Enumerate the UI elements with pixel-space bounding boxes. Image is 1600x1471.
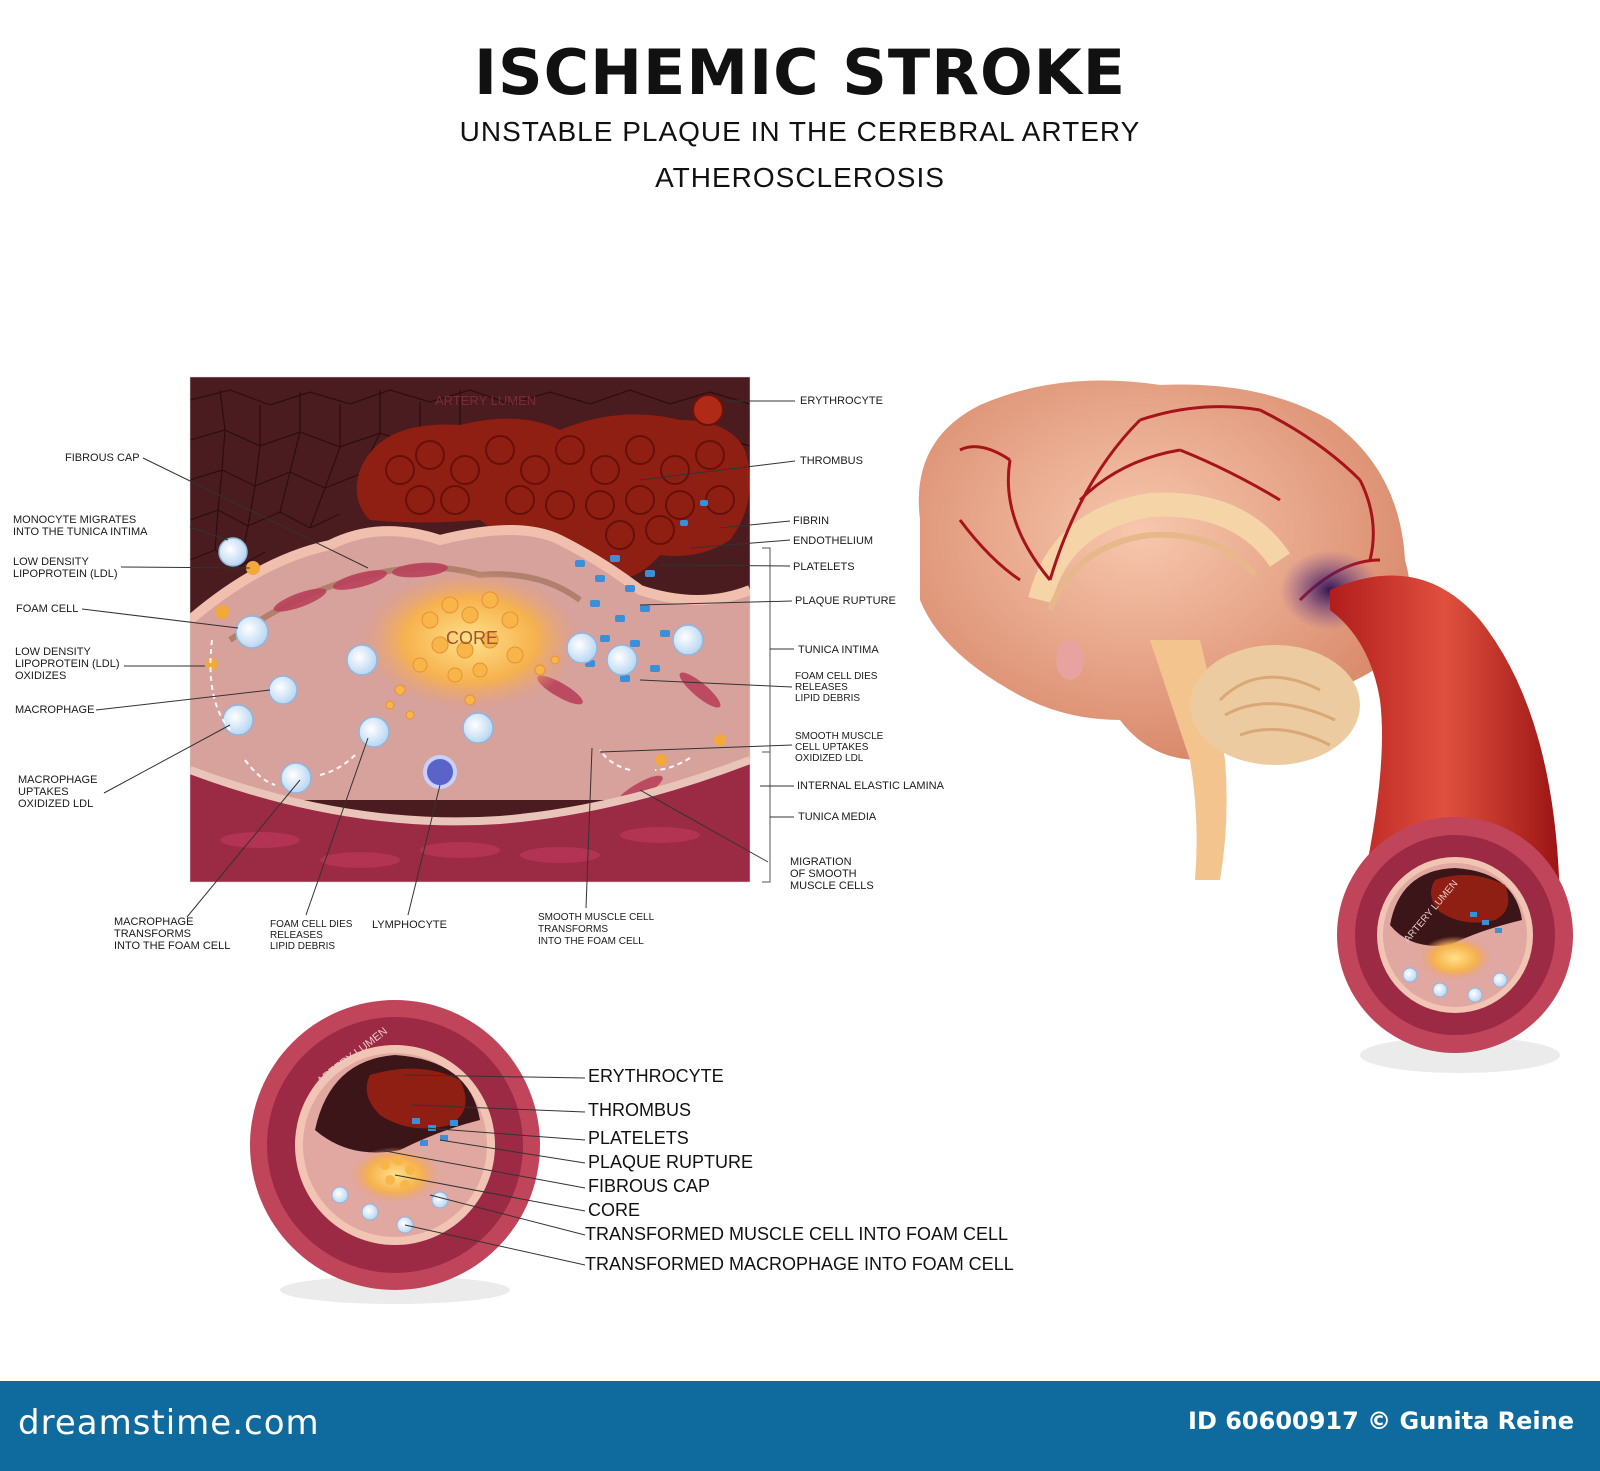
label-foam-cell-dies-right: FOAM CELL DIES RELEASES LIPID DEBRIS: [795, 671, 878, 704]
label-monocyte-migrates: MONOCYTE MIGRATES INTO THE TUNICA INTIMA: [13, 514, 148, 538]
platelets: [575, 500, 708, 682]
lymphocyte: [423, 755, 457, 789]
artery-cross-section: [250, 1000, 540, 1304]
label-ldl-oxidizes: LOW DENSITY LIPOPROTEIN (LDL) OXIDIZES: [15, 646, 120, 682]
label-foam-cell: FOAM CELL: [16, 603, 79, 615]
label-smooth-muscle-uptakes: SMOOTH MUSCLE CELL UPTAKES OXIDIZED LDL: [795, 731, 884, 764]
label-platelets: PLATELETS: [793, 561, 855, 573]
label-fibrin: FIBRIN: [793, 515, 830, 527]
label-lymphocyte: LYMPHOCYTE: [372, 919, 447, 931]
cross-label-plaque-rupture: PLAQUE RUPTURE: [588, 1152, 754, 1172]
cross-label-platelets: PLATELETS: [588, 1128, 689, 1148]
core-label: CORE: [446, 628, 499, 648]
cross-label-thrombus: THROMBUS: [588, 1100, 691, 1120]
endothelium: [190, 525, 750, 624]
internal-elastic-lamina: [190, 756, 750, 826]
image-credit: ID 60600917 © Gunita Reine: [1188, 1407, 1574, 1435]
leader-lines: [81, 400, 796, 918]
label-erythrocyte: ERYTHROCYTE: [800, 395, 883, 407]
brand-logo[interactable]: dreamstime.com: [18, 1403, 320, 1443]
cross-leader-lines: [379, 1074, 586, 1266]
cross-label-transformed-macrophage: TRANSFORMED MACROPHAGE INTO FOAM CELL: [585, 1254, 1014, 1274]
label-endothelium: ENDOTHELIUM: [793, 535, 874, 547]
cross-label-transformed-muscle: TRANSFORMED MUSCLE CELL INTO FOAM CELL: [585, 1224, 1009, 1244]
cross-label-erythrocyte: ERYTHROCYTE: [588, 1066, 724, 1086]
label-plaque-rupture: PLAQUE RUPTURE: [795, 595, 896, 607]
label-macrophage-uptakes: MACROPHAGE UPTAKES OXIDIZED LDL: [18, 774, 98, 810]
brain-illustration: [918, 380, 1410, 880]
cerebral-arteries: [958, 405, 1381, 602]
label-macrophage-transforms: MACROPHAGE TRANSFORMS INTO THE FOAM CELL: [114, 916, 231, 952]
label-migration-smooth-muscle: MIGRATION OF SMOOTH MUSCLE CELLS: [790, 856, 874, 892]
page-title: ISCHEMIC STROKE: [473, 36, 1127, 109]
page-subtitle-1: UNSTABLE PLAQUE IN THE CEREBRAL ARTERY: [459, 116, 1141, 147]
illustration-canvas: [81, 376, 1573, 1304]
thrombus: [356, 414, 750, 579]
label-internal-elastic-lamina: INTERNAL ELASTIC LAMINA: [797, 780, 944, 792]
artery-lumen-label: ARTERY LUMEN: [435, 393, 537, 408]
cross-label-fibrous-cap: FIBROUS CAP: [588, 1176, 711, 1196]
label-fibrous-cap: FIBROUS CAP: [65, 452, 140, 464]
artery-vessel: [1330, 575, 1573, 1073]
migration-arrows: [209, 639, 691, 786]
label-tunica-media: TUNICA MEDIA: [798, 811, 877, 823]
label-macrophage: MACROPHAGE: [15, 704, 95, 716]
label-thrombus: THROMBUS: [800, 455, 863, 467]
foam-cells: [218, 537, 704, 794]
plaque-core: [360, 570, 580, 710]
plaque-cutaway: [190, 377, 750, 882]
footer-bar: dreamstime.com ID 60600917 © Gunita Rein…: [0, 1381, 1600, 1471]
smooth-muscle-cells: [273, 562, 721, 805]
label-smooth-muscle-transforms: SMOOTH MUSCLE CELL TRANSFORMS INTO THE F…: [538, 912, 655, 947]
label-foam-cell-dies-bottom: FOAM CELL DIES RELEASES LIPID DEBRIS: [270, 919, 353, 952]
label-tunica-intima: TUNICA INTIMA: [798, 644, 879, 656]
cross-label-core: CORE: [588, 1200, 641, 1220]
cross-thrombus: [366, 1068, 466, 1129]
tunica-media: [190, 760, 750, 882]
erythrocyte: [692, 394, 724, 426]
page-subtitle-2: ATHEROSCLEROSIS: [655, 162, 945, 193]
label-ldl: LOW DENSITY LIPOPROTEIN (LDL): [13, 556, 118, 580]
